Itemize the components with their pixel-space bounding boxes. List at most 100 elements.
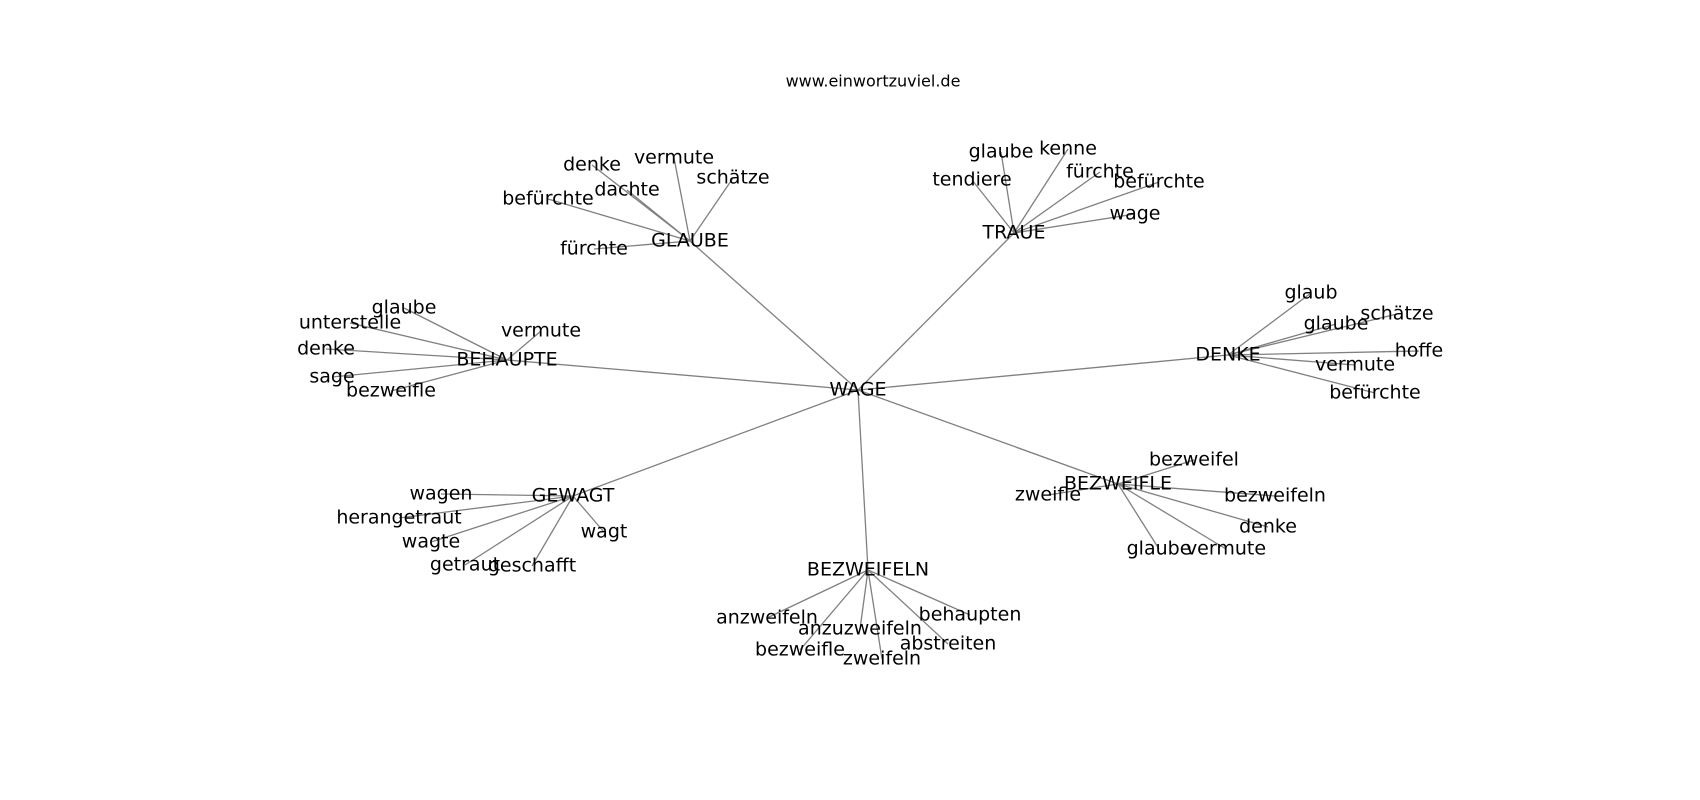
edge-traue-kenne bbox=[1013, 148, 1069, 234]
edge-bezweifle-glaube bbox=[1117, 483, 1160, 550]
edge-behaupte-bezweifle bbox=[390, 359, 508, 392]
edge-behaupte-vermute bbox=[506, 330, 542, 361]
node-leaf-glaube-schaetze: schätze bbox=[696, 167, 769, 189]
node-leaf-gewagt-herangetraut: herangetraut bbox=[336, 507, 461, 529]
node-leaf-glaube-denke: denke bbox=[563, 154, 621, 176]
edge-denke-vermute bbox=[1227, 354, 1356, 366]
node-leaf-bezweifle-glaube: glaube bbox=[1127, 538, 1192, 560]
edge-denke-hoffe bbox=[1227, 350, 1420, 356]
node-leaf-bezweifeln-zweifeln: zweifeln bbox=[843, 648, 921, 670]
node-leaf-traue-kenne: kenne bbox=[1039, 138, 1097, 160]
edge-gewagt-wagte bbox=[430, 495, 574, 543]
node-leaf-bezweifle-bezweifeln: bezweifeln bbox=[1224, 485, 1326, 507]
node-hub-behaupte: BEHAUPTE bbox=[456, 349, 557, 371]
node-leaf-denke-glaube: glaube bbox=[1304, 313, 1369, 335]
edge-gewagt-geschafft bbox=[531, 495, 574, 567]
node-leaf-behaupte-vermute: vermute bbox=[501, 320, 581, 342]
node-leaf-glaube-vermute: vermute bbox=[634, 147, 714, 169]
node-leaf-bezweifle-zweifle: zweifle bbox=[1015, 484, 1081, 506]
edge-root-glaube bbox=[689, 240, 859, 391]
edge-traue-fuerchte bbox=[1013, 171, 1101, 234]
node-hub-gewagt: GEWAGT bbox=[532, 485, 615, 507]
edge-glaube-dachte bbox=[626, 189, 691, 242]
node-hub-denke: DENKE bbox=[1195, 344, 1260, 366]
edge-behaupte-denke bbox=[325, 348, 508, 361]
node-leaf-denke-befuerchte: befürchte bbox=[1329, 382, 1421, 404]
edge-root-gewagt bbox=[572, 389, 859, 497]
node-leaf-bezweifeln-abstreiten: abstreiten bbox=[900, 633, 997, 655]
edge-denke-glaub bbox=[1227, 292, 1312, 356]
edge-root-traue bbox=[857, 232, 1015, 391]
node-leaf-behaupte-sage: sage bbox=[309, 366, 354, 388]
edge-traue-befuerchte bbox=[1013, 181, 1160, 234]
node-leaf-bezweifeln-anzuzweifeln: anzuzweifeln bbox=[798, 618, 922, 640]
edge-root-bezweifeln bbox=[857, 389, 869, 571]
node-hub-glaube: GLAUBE bbox=[651, 230, 729, 252]
edge-traue-tendiere bbox=[971, 179, 1015, 234]
edge-glaube-schaetze bbox=[689, 177, 734, 242]
edge-gewagt-herangetraut bbox=[398, 495, 574, 519]
edge-bezweifle-denke bbox=[1117, 483, 1269, 528]
node-leaf-gewagt-geschafft: geschafft bbox=[488, 555, 576, 577]
node-leaf-bezweifle-bezweifel: bezweifel bbox=[1149, 449, 1239, 471]
edge-behaupte-unterstelle bbox=[349, 322, 508, 361]
node-leaf-bezweifeln-anzweifeln: anzweifeln bbox=[716, 607, 818, 629]
edge-root-behaupte bbox=[506, 359, 859, 391]
edge-traue-wage bbox=[1013, 213, 1136, 234]
node-leaf-denke-glaub: glaub bbox=[1284, 282, 1337, 304]
node-leaf-glaube-fuerchte: fürchte bbox=[560, 238, 628, 260]
edge-bezweifle-zweifle bbox=[1047, 483, 1119, 496]
edge-bezweifle-bezweifeln bbox=[1117, 483, 1276, 497]
edge-bezweifle-bezweifel bbox=[1117, 459, 1195, 485]
node-leaf-gewagt-wagt: wagt bbox=[581, 521, 628, 543]
edge-behaupte-glaube bbox=[403, 307, 508, 361]
node-leaf-traue-fuerchte: fürchte bbox=[1066, 161, 1134, 183]
edge-bezweifeln-anzuzweifeln bbox=[859, 569, 869, 630]
edge-denke-schaetze bbox=[1227, 313, 1398, 356]
edge-traue-glaube bbox=[1000, 151, 1015, 234]
node-hub-bezweifeln: BEZWEIFELN bbox=[807, 559, 929, 581]
node-leaf-denke-schaetze: schätze bbox=[1360, 303, 1433, 325]
edge-bezweifeln-zweifeln bbox=[867, 569, 883, 660]
node-leaf-denke-vermute: vermute bbox=[1315, 354, 1395, 376]
node-leaf-bezweifeln-behaupten: behaupten bbox=[919, 604, 1022, 626]
node-leaf-bezweifeln-bezweifle: bezweifle bbox=[755, 639, 845, 661]
edge-bezweifeln-bezweifle bbox=[799, 569, 869, 651]
node-hub-bezweifle: BEZWEIFLE bbox=[1064, 473, 1172, 495]
node-leaf-behaupte-bezweifle: bezweifle bbox=[346, 380, 436, 402]
edge-behaupte-sage bbox=[331, 359, 508, 378]
node-root: WAGE bbox=[829, 379, 886, 401]
edge-glaube-befuerchte bbox=[547, 198, 691, 242]
edge-bezweifeln-anzweifeln bbox=[766, 569, 869, 619]
edge-bezweifle-vermute bbox=[1117, 483, 1227, 550]
node-leaf-behaupte-unterstelle: unterstelle bbox=[299, 312, 401, 334]
edge-bezweifeln-behaupten bbox=[867, 569, 971, 616]
edge-glaube-vermute bbox=[673, 157, 691, 242]
edge-denke-befuerchte bbox=[1227, 354, 1376, 394]
node-leaf-gewagt-wagte: wagte bbox=[402, 531, 460, 553]
edge-root-bezweifle bbox=[857, 389, 1119, 485]
node-leaf-gewagt-getraut: getraut bbox=[430, 554, 500, 576]
edge-root-denke bbox=[857, 354, 1229, 391]
node-leaf-traue-befuerchte: befürchte bbox=[1113, 171, 1205, 193]
node-leaf-behaupte-denke: denke bbox=[297, 338, 355, 360]
graph-edges bbox=[325, 148, 1420, 660]
edge-gewagt-getraut bbox=[464, 495, 574, 566]
node-leaf-bezweifle-denke: denke bbox=[1239, 516, 1297, 538]
node-leaf-glaube-befuerchte: befürchte bbox=[502, 188, 594, 210]
node-leaf-bezweifle-vermute: vermute bbox=[1186, 538, 1266, 560]
node-leaf-traue-tendiere: tendiere bbox=[932, 169, 1011, 191]
node-leaf-behaupte-glaube: glaube bbox=[372, 297, 437, 319]
node-leaf-gewagt-wagen: wagen bbox=[410, 483, 473, 505]
site-caption: www.einwortzuviel.de bbox=[786, 72, 961, 91]
node-hub-traue: TRAUE bbox=[982, 222, 1046, 244]
node-leaf-denke-hoffe: hoffe bbox=[1395, 340, 1443, 362]
node-leaf-traue-wage: wage bbox=[1110, 203, 1161, 225]
node-leaf-glaube-dachte: dachte bbox=[594, 179, 659, 201]
edge-bezweifeln-abstreiten bbox=[867, 569, 949, 645]
edge-gewagt-wagt bbox=[572, 495, 605, 533]
edge-denke-glaube bbox=[1227, 323, 1337, 356]
edge-gewagt-wagen bbox=[440, 493, 574, 497]
